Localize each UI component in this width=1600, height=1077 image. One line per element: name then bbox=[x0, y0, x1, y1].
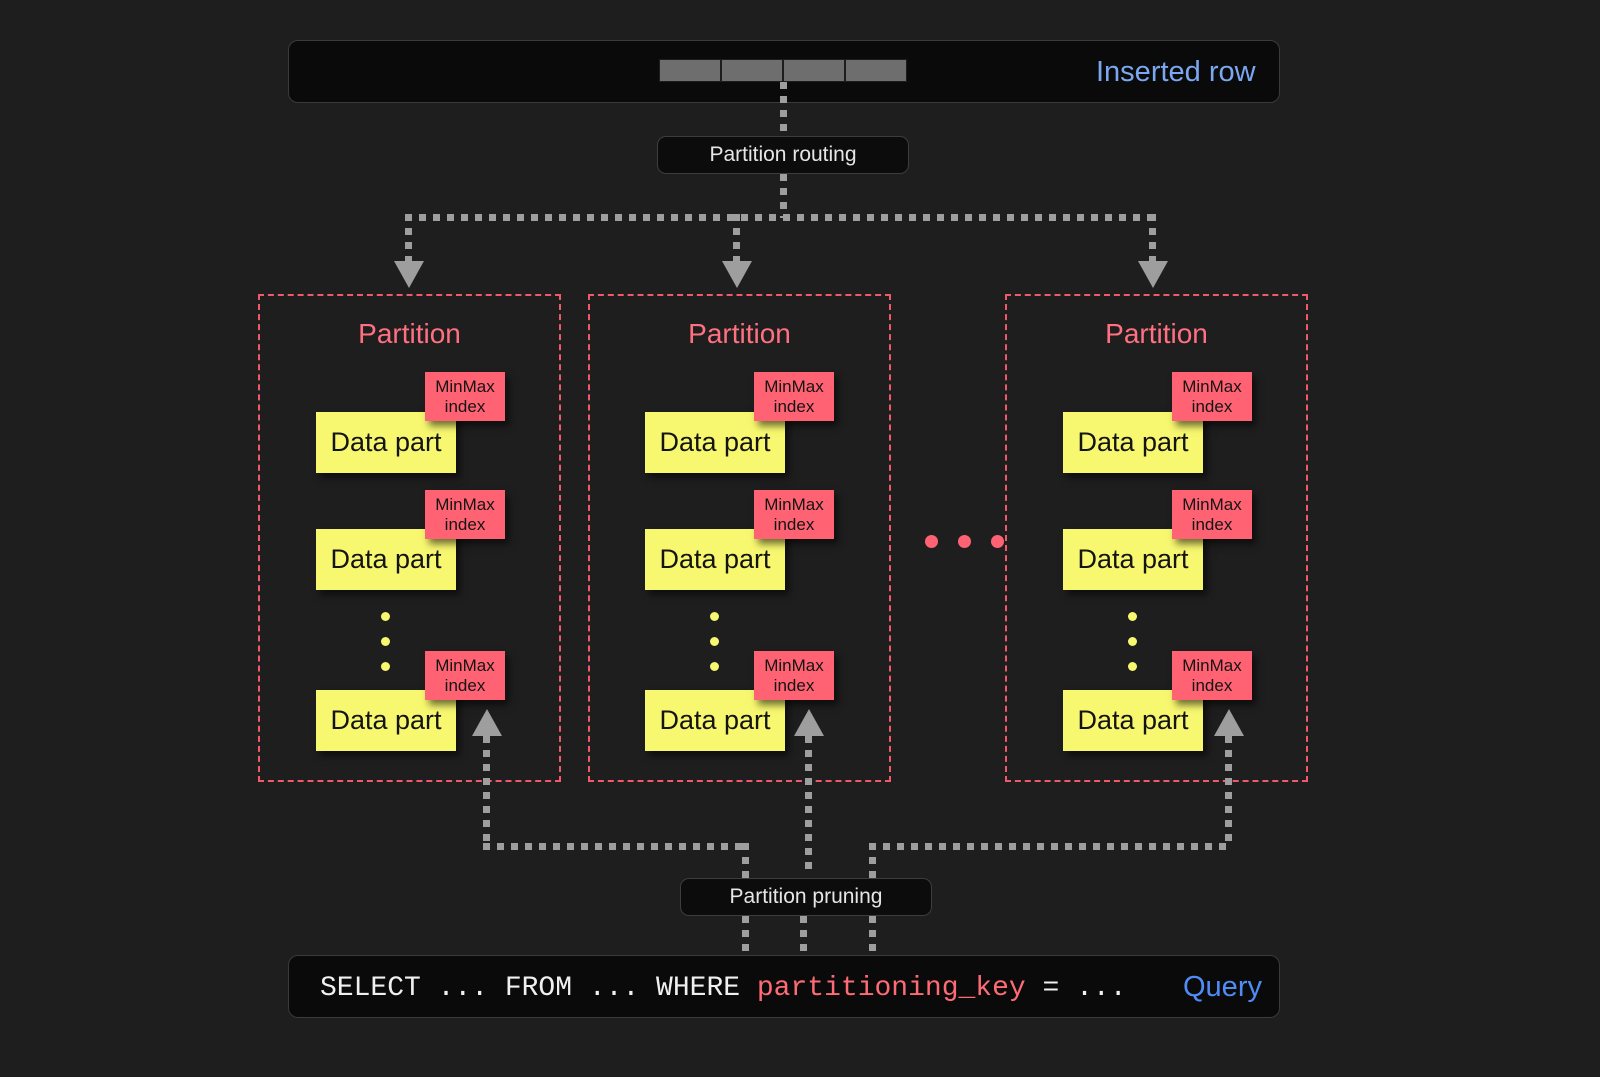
inserted-row-cells bbox=[659, 59, 907, 82]
partition-3-data-part-3[interactable]: Data part bbox=[1063, 690, 1203, 751]
connector-partition-3-horizontal bbox=[869, 843, 1232, 850]
partition-1[interactable]: Partition bbox=[258, 294, 561, 782]
connector-left-into-pruning bbox=[742, 843, 749, 879]
arrow-into-partition-2-query bbox=[794, 709, 824, 736]
query-partitioning-key: partitioning_key bbox=[756, 973, 1026, 1004]
connector-pruning-to-query-left bbox=[742, 916, 749, 958]
partition-3-vertical-ellipsis bbox=[1128, 612, 1137, 687]
partition-pruning-label: Partition pruning bbox=[729, 885, 883, 908]
arrow-into-partition-2 bbox=[722, 261, 752, 288]
partition-3-minmax-index-1[interactable]: MinMax index bbox=[1172, 372, 1252, 421]
arrow-into-partition-3-query bbox=[1214, 709, 1244, 736]
query-panel bbox=[288, 955, 1280, 1018]
partition-2-title: Partition bbox=[688, 318, 791, 349]
minmax-line-1: MinMax bbox=[435, 655, 495, 675]
query-sql-prefix: SELECT ... FROM ... WHERE bbox=[320, 973, 757, 1004]
partition-3-minmax-index-2[interactable]: MinMax index bbox=[1172, 490, 1252, 539]
minmax-line-1: MinMax bbox=[764, 655, 824, 675]
minmax-line-2: index bbox=[444, 675, 486, 695]
connector-bus-to-partition-1 bbox=[405, 214, 412, 264]
partition-2-data-part-3[interactable]: Data part bbox=[645, 690, 785, 751]
minmax-line-1: MinMax bbox=[1182, 655, 1242, 675]
row-cell-1 bbox=[659, 59, 721, 82]
connector-right-into-pruning bbox=[869, 843, 876, 879]
partition-1-data-part-1[interactable]: Data part bbox=[316, 412, 456, 473]
partition-3[interactable]: Partition bbox=[1005, 294, 1308, 782]
connector-partition-1-horizontal bbox=[483, 843, 745, 850]
connector-bus-to-partition-2 bbox=[733, 214, 740, 264]
row-cell-3 bbox=[783, 59, 845, 82]
minmax-line-2: index bbox=[773, 396, 815, 416]
minmax-line-1: MinMax bbox=[435, 376, 495, 396]
minmax-line-1: MinMax bbox=[1182, 494, 1242, 514]
query-sql-text: SELECT ... FROM ... WHERE partitioning_k… bbox=[320, 973, 1127, 1004]
partition-pruning-box: Partition pruning bbox=[680, 878, 932, 916]
minmax-line-2: index bbox=[773, 514, 815, 534]
connector-pruning-to-query-center bbox=[800, 916, 807, 958]
row-cell-4 bbox=[845, 59, 907, 82]
minmax-line-1: MinMax bbox=[1182, 376, 1242, 396]
connector-partition-2-riser bbox=[805, 736, 812, 872]
partition-2-data-part-2[interactable]: Data part bbox=[645, 529, 785, 590]
partition-1-minmax-index-2[interactable]: MinMax index bbox=[425, 490, 505, 539]
partition-2-minmax-index-2[interactable]: MinMax index bbox=[754, 490, 834, 539]
connector-partition-1-riser bbox=[483, 736, 490, 846]
partitions-horizontal-ellipsis bbox=[925, 535, 1024, 548]
minmax-line-2: index bbox=[444, 396, 486, 416]
partition-3-data-part-2[interactable]: Data part bbox=[1063, 529, 1203, 590]
connector-bus-horizontal bbox=[405, 214, 1156, 221]
partition-1-title: Partition bbox=[358, 318, 461, 349]
arrow-into-partition-1 bbox=[394, 261, 424, 288]
partition-2-data-part-1[interactable]: Data part bbox=[645, 412, 785, 473]
partition-3-title: Partition bbox=[1105, 318, 1208, 349]
minmax-line-1: MinMax bbox=[764, 376, 824, 396]
partition-3-minmax-index-3[interactable]: MinMax index bbox=[1172, 651, 1252, 700]
inserted-row-label: Inserted row bbox=[1096, 56, 1256, 88]
partition-2-minmax-index-1[interactable]: MinMax index bbox=[754, 372, 834, 421]
partition-1-minmax-index-1[interactable]: MinMax index bbox=[425, 372, 505, 421]
arrow-into-partition-1-query bbox=[472, 709, 502, 736]
minmax-line-2: index bbox=[1191, 514, 1233, 534]
row-cell-2 bbox=[721, 59, 783, 82]
minmax-line-2: index bbox=[1191, 675, 1233, 695]
query-sql-suffix: = ... bbox=[1025, 973, 1127, 1004]
partition-2-minmax-index-3[interactable]: MinMax index bbox=[754, 651, 834, 700]
query-label: Query bbox=[1183, 971, 1262, 1003]
partition-1-minmax-index-3[interactable]: MinMax index bbox=[425, 651, 505, 700]
partition-routing-label: Partition routing bbox=[709, 143, 857, 166]
arrow-into-partition-3 bbox=[1138, 261, 1168, 288]
partition-1-data-part-3[interactable]: Data part bbox=[316, 690, 456, 751]
partition-routing-box: Partition routing bbox=[657, 136, 909, 174]
partition-2[interactable]: Partition bbox=[588, 294, 891, 782]
minmax-line-2: index bbox=[1191, 396, 1233, 416]
minmax-line-2: index bbox=[444, 514, 486, 534]
connector-pruning-to-query-right bbox=[869, 916, 876, 958]
minmax-line-1: MinMax bbox=[764, 494, 824, 514]
partition-3-data-part-1[interactable]: Data part bbox=[1063, 412, 1203, 473]
partition-1-data-part-2[interactable]: Data part bbox=[316, 529, 456, 590]
connector-routing-to-bus bbox=[780, 174, 787, 218]
minmax-line-2: index bbox=[773, 675, 815, 695]
partition-1-vertical-ellipsis bbox=[381, 612, 390, 687]
partition-2-vertical-ellipsis bbox=[710, 612, 719, 687]
connector-partition-3-riser bbox=[1225, 736, 1232, 846]
connector-row-to-routing bbox=[780, 82, 787, 137]
connector-bus-to-partition-3 bbox=[1149, 214, 1156, 264]
minmax-line-1: MinMax bbox=[435, 494, 495, 514]
